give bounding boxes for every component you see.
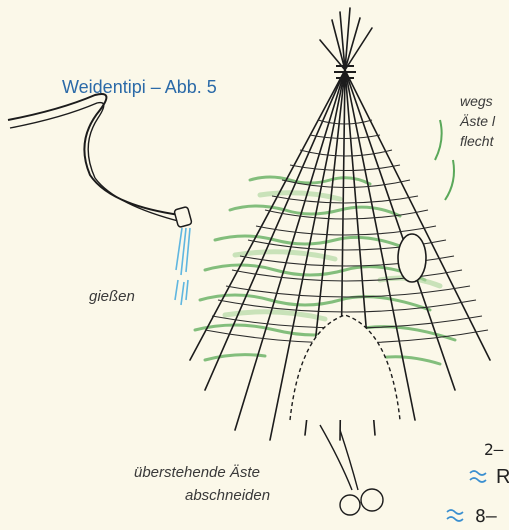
bottom-text-1: 2– — [484, 440, 503, 459]
label-right-line2: Äste l — [460, 113, 495, 129]
bottom-text-2: R — [496, 466, 509, 489]
label-water: gießen — [89, 288, 135, 305]
label-cut-line2: abschneiden — [185, 487, 270, 504]
tipi-window — [398, 234, 426, 282]
figure-title: Weidentipi – Abb. 5 — [62, 77, 217, 98]
label-right-line1: wegs — [460, 93, 493, 109]
scissors-icon — [320, 425, 383, 515]
watering-hose-icon — [8, 94, 180, 215]
bottom-text-3: 8– — [475, 506, 497, 527]
tipi-weave — [205, 120, 488, 343]
tipi-entrance — [290, 315, 400, 420]
label-right-line3: flecht — [460, 133, 493, 149]
label-cut-line1: überstehende Äste — [134, 464, 260, 481]
water-stream — [175, 228, 190, 305]
